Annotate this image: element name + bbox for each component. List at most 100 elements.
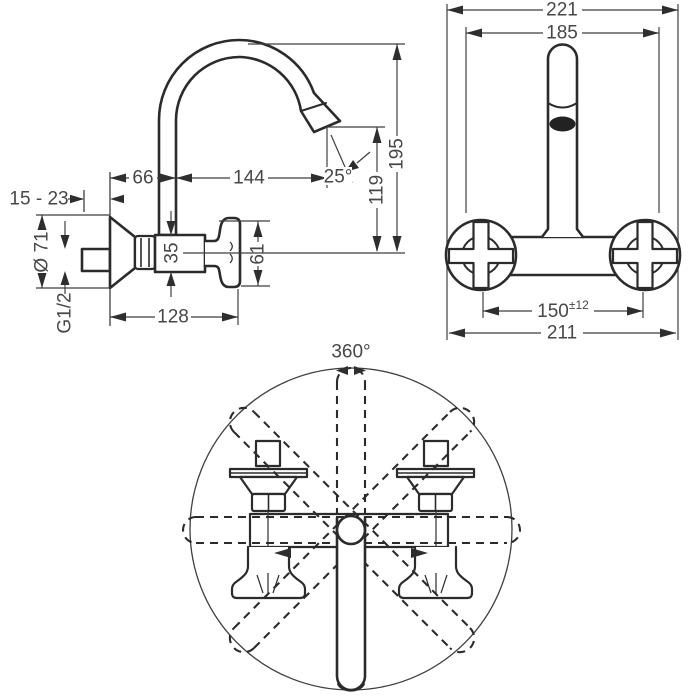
dimension-outlet-height: 119 bbox=[367, 127, 388, 252]
dimension-inner-width: 185 bbox=[466, 23, 659, 44]
arrowhead bbox=[311, 173, 327, 183]
handle-knob bbox=[422, 439, 450, 468]
top-view: 360° bbox=[181, 342, 522, 692]
rotation-arrow-right bbox=[354, 366, 366, 375]
ghost-cap-nw bbox=[228, 406, 255, 433]
arrowhead bbox=[70, 194, 84, 204]
arrowhead bbox=[37, 215, 47, 230]
dim-195-label: 195 bbox=[387, 138, 408, 170]
indicator-mark bbox=[411, 548, 428, 558]
ghost-cap-right bbox=[506, 515, 522, 545]
dimension-handle-height: 61 bbox=[219, 220, 270, 287]
arrowhead bbox=[643, 28, 659, 38]
arrowhead bbox=[466, 28, 482, 38]
escutcheon-cone bbox=[108, 215, 137, 290]
top-spout-end-line bbox=[337, 683, 365, 692]
right-cross-handle bbox=[611, 220, 679, 290]
mixer-body bbox=[496, 235, 629, 277]
thread-nipple bbox=[80, 247, 112, 273]
arrowhead bbox=[60, 271, 70, 285]
dimension-overall-depth: 128 bbox=[110, 289, 239, 328]
handle-knob bbox=[254, 439, 282, 468]
dim-150-label: 150±12 bbox=[537, 298, 589, 322]
dim-360-label: 360° bbox=[331, 342, 370, 363]
handle-base bbox=[397, 545, 474, 600]
ghost-diagonal-nw-se bbox=[233, 411, 471, 649]
left-cross-handle bbox=[447, 220, 515, 290]
arrowhead bbox=[60, 235, 70, 249]
dimension-reach-outlet: 144 bbox=[176, 168, 327, 189]
arrowhead bbox=[110, 312, 126, 322]
arrowhead bbox=[449, 328, 465, 338]
handle-base bbox=[230, 545, 307, 600]
dim-144-label: 144 bbox=[233, 168, 265, 189]
dimension-outlet-angle: 25° bbox=[324, 134, 371, 188]
dim-185-label: 185 bbox=[546, 23, 578, 44]
ghost-diagonal-ne-sw bbox=[233, 411, 471, 649]
arrowhead bbox=[110, 173, 126, 183]
dimension-overall-width: 221 bbox=[447, 0, 678, 21]
arrowhead bbox=[662, 5, 678, 15]
left-handle-top bbox=[228, 439, 309, 600]
aerator bbox=[549, 116, 576, 132]
dimension-body-height: 35 bbox=[162, 211, 183, 297]
front-view: 221 185 150±12 211 bbox=[444, 0, 682, 344]
arrowhead bbox=[166, 272, 176, 286]
dimension-thread: G1/2 bbox=[55, 221, 76, 334]
arrowhead bbox=[372, 127, 382, 143]
arrowhead bbox=[627, 306, 643, 316]
arrowhead bbox=[660, 328, 676, 338]
rotation-arrow-left bbox=[336, 366, 348, 375]
ghost-cap-sw bbox=[228, 627, 255, 654]
ghost-cap-up bbox=[335, 367, 367, 383]
arrowhead bbox=[392, 236, 402, 252]
dimension-swivel: 360° bbox=[331, 342, 371, 375]
arrowhead bbox=[483, 306, 499, 316]
arrowhead bbox=[253, 222, 263, 237]
dimension-escutcheon-diameter: Ø 71 bbox=[32, 214, 110, 289]
ghost-cap-se bbox=[449, 627, 476, 654]
arrowhead bbox=[392, 44, 402, 60]
dim-25-label: 25° bbox=[324, 167, 353, 188]
arrowhead bbox=[110, 194, 124, 204]
ghost-cap-left bbox=[181, 515, 197, 545]
arrowhead bbox=[160, 173, 176, 183]
dimension-wall-depth: 15 - 23 bbox=[9, 189, 124, 210]
dim-211-label: 211 bbox=[547, 323, 577, 344]
dim-61-label: 61 bbox=[248, 243, 269, 264]
dim-diameter-label: Ø 71 bbox=[32, 231, 53, 272]
handle-grip-marks bbox=[229, 241, 233, 264]
handle-spoke-marks bbox=[424, 573, 448, 594]
dim-66-label: 66 bbox=[132, 168, 153, 189]
angle-leader-line bbox=[356, 151, 371, 164]
right-handle-front bbox=[608, 218, 682, 292]
side-view: 66 144 25° 195 bbox=[9, 38, 408, 334]
spout-band bbox=[547, 102, 578, 109]
spout-tip-band bbox=[300, 102, 327, 112]
handle-spoke-marks bbox=[256, 573, 280, 594]
arrowhead bbox=[166, 221, 176, 235]
arrowhead bbox=[176, 173, 192, 183]
dimension-hole-distance: 150±12 bbox=[483, 298, 643, 322]
dimension-escutcheon-width: 211 bbox=[449, 323, 676, 344]
spout-ghost-positions bbox=[181, 367, 522, 654]
side-spout-outline bbox=[157, 38, 342, 237]
dim-119-label: 119 bbox=[367, 175, 388, 205]
dimension-reach-inner: 66 bbox=[110, 168, 176, 189]
indicator-mark bbox=[274, 548, 291, 558]
dim-128-label: 128 bbox=[157, 307, 189, 328]
dim-221-label: 221 bbox=[546, 0, 578, 21]
arrowhead bbox=[253, 270, 263, 285]
dimension-total-height: 195 bbox=[387, 44, 408, 252]
dim-wall-depth-label: 15 - 23 bbox=[9, 189, 68, 210]
arrowhead bbox=[37, 273, 47, 288]
spout-pivot bbox=[335, 514, 367, 546]
arrowhead bbox=[447, 5, 463, 15]
left-handle-front bbox=[444, 218, 518, 292]
arrowhead bbox=[372, 236, 382, 252]
dim-35-label: 35 bbox=[162, 242, 183, 263]
union-nut bbox=[133, 234, 157, 271]
dim-thread-label: G1/2 bbox=[55, 292, 76, 333]
ghost-cap-ne bbox=[449, 406, 476, 433]
